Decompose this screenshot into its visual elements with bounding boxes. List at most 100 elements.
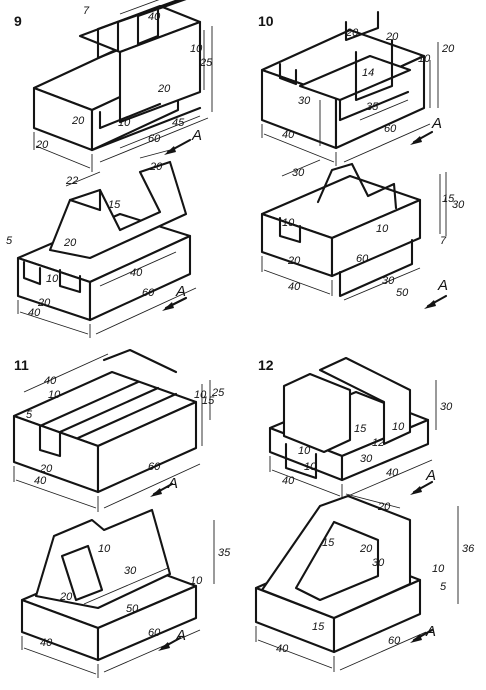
dim-label: 20	[385, 31, 399, 43]
figure-11: 11 40 10 5 10 15 25 20 40 60	[12, 348, 231, 678]
dim-label: 60	[148, 627, 161, 639]
dim-label: 40	[282, 475, 295, 487]
dim-label: 50	[126, 603, 139, 615]
view-label: A	[437, 277, 448, 294]
dim-label: 40	[386, 467, 399, 479]
dim-label: 20	[287, 255, 301, 267]
dim-label: 60	[384, 123, 397, 135]
dim-label: 20	[71, 115, 85, 127]
dim-label: 60	[388, 635, 401, 647]
dim-label: 10	[298, 445, 311, 457]
dim-label: 15	[322, 537, 335, 549]
figure-9: 9 7 40 10 25	[6, 0, 213, 338]
view-label: A	[425, 467, 436, 484]
view-arrow: A	[424, 277, 448, 309]
dim-label: 40	[44, 375, 57, 387]
dim-label: 40	[148, 11, 161, 23]
dim-label: 10	[98, 543, 111, 555]
dim-label: 20	[359, 543, 373, 555]
figure-number: 11	[14, 357, 29, 373]
dim-label: 20	[377, 501, 391, 513]
figure-11-top-drawing: 40 10 5 10 15 25 20 40 60 A	[12, 348, 225, 512]
figure-9-bottom-drawing: 22 20 15 5 20 10 40 60 20 40 A	[6, 149, 197, 338]
dim-label: 10	[392, 421, 405, 433]
dim-label: 14	[362, 67, 374, 79]
dim-label: 20	[59, 591, 73, 603]
dim-label: 40	[282, 129, 295, 141]
dim-label: 60	[142, 287, 155, 299]
view-label: A	[175, 627, 186, 644]
dim-label: 40	[276, 643, 289, 655]
dim-label: 20	[441, 43, 455, 55]
dim-label: 30	[360, 453, 373, 465]
dim-label: 20	[39, 463, 53, 475]
dim-label: 10	[194, 389, 207, 401]
figure-number: 9	[14, 13, 22, 29]
view-arrow: A	[162, 283, 188, 311]
dim-label: 12	[372, 437, 384, 449]
dim-label: 25	[199, 57, 213, 69]
dim-label: 30	[452, 199, 465, 211]
figure-12: 12 30 15 10 12 30 10 40 10 40	[254, 356, 475, 672]
view-label: A	[167, 475, 178, 492]
dim-label: 10	[46, 273, 59, 285]
view-arrow: A	[410, 467, 436, 495]
dim-label: 20	[35, 139, 49, 151]
dim-label: 60	[148, 461, 161, 473]
dim-label: 5	[440, 581, 447, 593]
dim-label: 7	[440, 235, 447, 247]
figure-10: 10 20 20 10 20 14 30 35 60	[258, 10, 465, 309]
dim-label: 15	[442, 193, 455, 205]
view-arrow: A	[158, 627, 186, 651]
dim-label: 5	[26, 409, 33, 421]
view-label: A	[425, 623, 436, 640]
dim-label: 20	[37, 297, 51, 309]
dim-label: 45	[172, 117, 185, 129]
view-label: A	[431, 115, 442, 132]
dim-label: 30	[298, 95, 311, 107]
dim-label: 60	[148, 133, 161, 145]
figure-12-bottom-drawing: 20 15 20 36 30 10 5 15 40 60 A	[254, 493, 475, 672]
dim-label: 35	[366, 101, 379, 113]
dim-label: 30	[440, 401, 453, 413]
dim-label: 10	[118, 117, 131, 129]
dim-label: 10	[48, 389, 61, 401]
dim-label: 10	[190, 575, 203, 587]
dim-label: 30	[124, 565, 137, 577]
dim-label: 10	[376, 223, 389, 235]
figure-number: 10	[258, 13, 274, 29]
view-label: A	[191, 127, 202, 144]
dim-label: 40	[130, 267, 143, 279]
figure-10-top-drawing: 20 20 10 20 14 30 35 60 40 A	[260, 10, 455, 166]
dim-label: 20	[157, 83, 171, 95]
dim-label: 60	[356, 253, 369, 265]
dim-label: 30	[292, 167, 305, 179]
figure-number: 12	[258, 357, 274, 373]
dim-label: 40	[40, 637, 53, 649]
dim-label: 40	[34, 475, 47, 487]
dim-label: 22	[65, 175, 78, 187]
dim-label: 30	[372, 557, 385, 569]
dim-label: 20	[149, 161, 163, 173]
view-arrow: A	[150, 475, 178, 497]
dim-label: 50	[396, 287, 409, 299]
dim-label: 10	[282, 217, 295, 229]
dim-label: 7	[83, 5, 90, 17]
dim-label: 20	[345, 27, 359, 39]
figure-12-top-drawing: 30 15 10 12 30 10 40 10 40 A	[268, 356, 453, 500]
dim-label: 40	[288, 281, 301, 293]
dim-label: 10	[304, 461, 317, 473]
figure-9-top-drawing: 7 40 10 25 20 10 45 60 20 20 A	[32, 0, 213, 172]
dim-label: 10	[418, 53, 431, 65]
dim-label: 15	[354, 423, 367, 435]
dim-label: 15	[202, 395, 215, 407]
dim-label: 15	[312, 621, 325, 633]
dim-label: 35	[218, 547, 231, 559]
dim-label: 20	[63, 237, 77, 249]
figure-11-bottom-drawing: 10 35 30 10 20 50 40 60 A	[20, 508, 231, 678]
view-arrow: A	[410, 115, 442, 145]
dim-label: 30	[382, 275, 395, 287]
figure-10-bottom-drawing: 30 15 30 10 10 7 20 60 30 50 40 A	[260, 159, 465, 309]
dim-label: 15	[108, 199, 121, 211]
